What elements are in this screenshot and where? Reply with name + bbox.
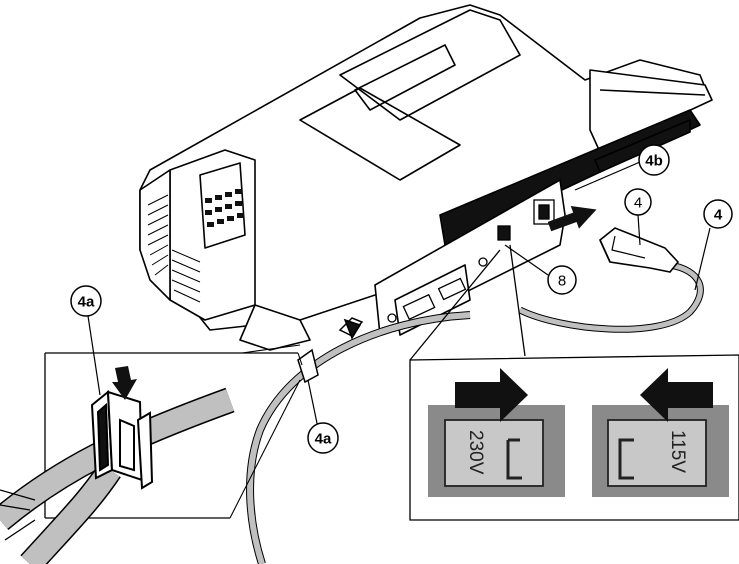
switch-label-230: 230V xyxy=(465,430,486,475)
callout-4a-detail: 4a xyxy=(70,285,102,317)
svg-text:4: 4 xyxy=(714,207,723,224)
callout-8: 8 xyxy=(547,265,577,295)
switch-arrow-right xyxy=(455,368,528,422)
svg-text:4a: 4a xyxy=(78,294,95,311)
svg-text:4: 4 xyxy=(634,195,642,212)
switch-arrow-left xyxy=(640,368,713,422)
vent-slots xyxy=(147,194,201,303)
voltage-switch-115 xyxy=(592,405,729,497)
callout-4-top: 4 xyxy=(624,188,652,216)
voltage-switch-230 xyxy=(428,405,565,497)
rear-connectors xyxy=(387,199,555,323)
svg-text:4a: 4a xyxy=(315,431,332,448)
detail-press-arrow xyxy=(112,366,137,400)
switch-label-115: 115V xyxy=(667,430,688,473)
insert-arrow xyxy=(547,206,597,232)
svg-text:4b: 4b xyxy=(645,153,663,170)
leader-lines xyxy=(87,161,711,429)
control-panel-buttons xyxy=(205,189,244,227)
callout-4a-bottom: 4a xyxy=(307,422,339,454)
interface-cable xyxy=(246,311,471,564)
svg-text:8: 8 xyxy=(558,273,566,290)
printer-body xyxy=(139,4,713,351)
detail-clip xyxy=(90,389,154,490)
power-cord xyxy=(518,227,704,333)
callout-4b: 4b xyxy=(638,144,670,176)
callout-4-right: 4 xyxy=(703,199,733,229)
cord-clip-small xyxy=(297,317,364,384)
clip-detail-box xyxy=(44,344,303,519)
